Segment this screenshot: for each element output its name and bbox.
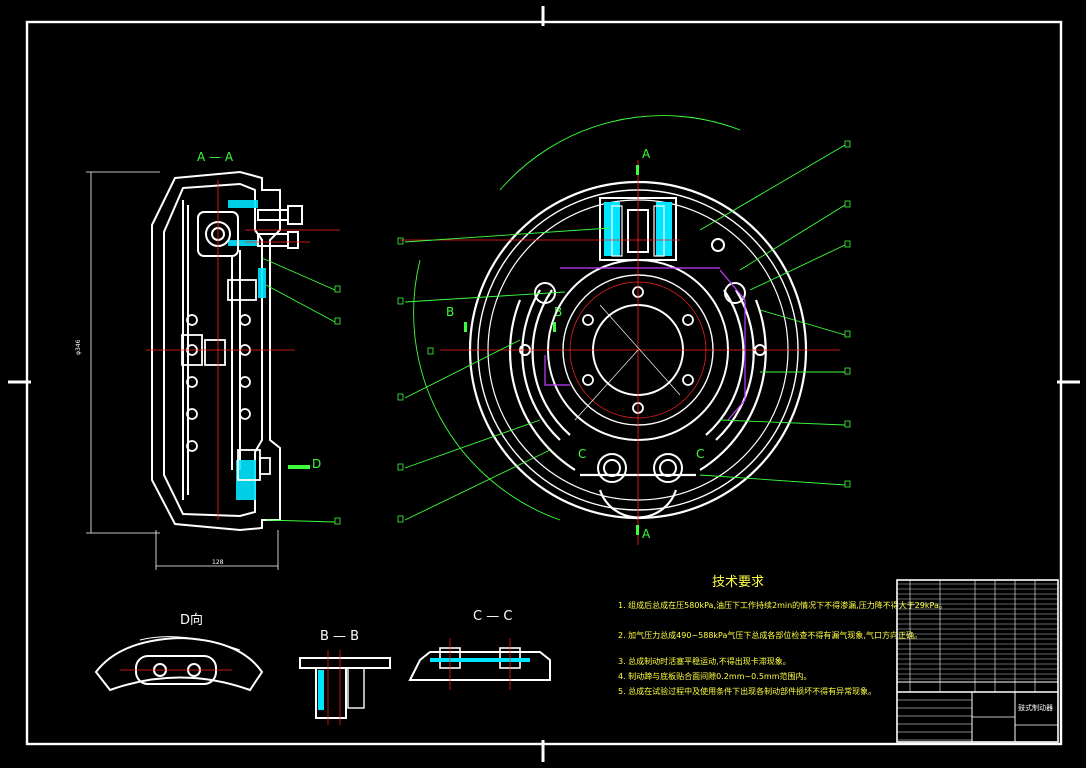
title-block — [896, 579, 1059, 743]
view-cc-label: C — C — [473, 609, 512, 624]
tech-req-item-2: 2. 加气压力总成490~588kPa气压下总成各部位检查不得有漏气现象,气口方… — [618, 630, 922, 640]
height-dimension: φ346 — [75, 339, 82, 355]
view-cc: C — C — [408, 609, 551, 690]
width-dimension: 128 — [212, 559, 224, 566]
section-b-left-label: B — [446, 305, 454, 319]
centerlines-aa — [146, 180, 340, 520]
tech-req-item-4: 4. 制动蹄与底板贴合面间隙0.2mm~0.5mm范围内。 — [618, 671, 812, 681]
view-a-bottom-label: A — [642, 527, 651, 541]
view-d: D向 — [94, 612, 264, 692]
section-line — [574, 304, 681, 421]
view-d-label: D向 — [180, 612, 203, 628]
section-c-left-label: C — [578, 447, 586, 461]
section-b-right-label: B — [554, 305, 562, 319]
leader-lines-aa — [261, 257, 336, 523]
view-bb: B — B — [299, 629, 391, 725]
wheel-bolts — [181, 279, 271, 481]
main-front-view: A A B B C C — [400, 115, 840, 545]
leader-lines-main — [404, 144, 846, 521]
section-view-aa: A — A φ346 128 — [75, 150, 340, 570]
section-c-right-label: C — [696, 447, 704, 461]
anchor-pins — [519, 238, 766, 483]
drawing-frame — [8, 6, 1080, 762]
drawing-name: 鼓式制动器 — [1018, 703, 1053, 712]
section-d-arrow: D — [288, 457, 321, 471]
technical-requirements: 技术要求 1. 组成后总成在压580kPa,油压下工作持续2min的情况下不得渗… — [618, 575, 947, 696]
leader-balloons-main — [397, 140, 851, 523]
svg-text:D: D — [312, 457, 321, 471]
tech-req-item-1: 1. 组成后总成在压580kPa,油压下工作持续2min的情况下不得渗漏,压力降… — [618, 600, 947, 610]
section-markers — [464, 165, 639, 535]
tech-req-item-5: 5. 总成在试验过程中及使用条件下出现各制动部件损坏不得有异常现象。 — [618, 686, 876, 696]
title-block-rows — [897, 583, 1058, 741]
view-a-top-label: A — [642, 147, 651, 161]
tech-req-item-3: 3. 总成制动时活塞平稳运动,不得出现卡滞现象。 — [618, 656, 791, 666]
tech-req-title: 技术要求 — [712, 575, 764, 590]
dimension-lines — [86, 171, 279, 570]
section-aa-label: A — A — [197, 150, 234, 164]
view-bb-label: B — B — [320, 629, 359, 644]
leader-balloons-aa — [334, 285, 341, 525]
